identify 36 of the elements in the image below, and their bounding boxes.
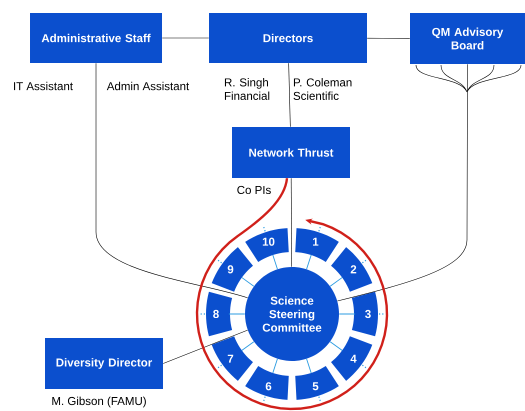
spoke-line [272, 254, 278, 270]
ring-segment: 7 [212, 336, 253, 381]
ring-segment: 6 [245, 366, 289, 400]
role-label: M. Gibson (FAMU) [52, 396, 146, 408]
connector-line [290, 178, 292, 268]
ring-segment: 9 [212, 247, 253, 292]
org-box: QM Advisory Board [410, 13, 525, 64]
connector-line [366, 38, 410, 39]
role-label: Admin Assistant [106, 82, 190, 90]
spoke-line [241, 341, 254, 351]
ring-segment: 2 [331, 247, 372, 292]
ring-segment: 8 [206, 292, 232, 336]
org-box: Directors [209, 13, 367, 63]
org-box: Diversity Director [45, 338, 163, 389]
spoke-line [306, 358, 312, 374]
connector-line [96, 62, 248, 298]
ring-segment: 5 [295, 366, 339, 400]
ring-segment: 10 [245, 228, 289, 262]
ring-segment: 1 [295, 228, 339, 262]
spoke-line [330, 341, 343, 351]
ring-segment: 3 [352, 292, 378, 336]
org-box: Network Thrust [232, 127, 350, 178]
connector-line [337, 64, 468, 302]
role-label: IT Assistant [14, 82, 73, 90]
cycle-arrow [196, 178, 388, 410]
role-label: P. Coleman Scientific [294, 78, 352, 100]
spoke-line [330, 277, 343, 287]
ring-segment: 4 [331, 336, 372, 381]
spoke-line [306, 254, 312, 270]
role-label: R. Singh Financial [224, 78, 270, 100]
role-label: Co PIs [237, 186, 271, 194]
connector-line [162, 330, 248, 364]
spoke-line [241, 277, 254, 287]
org-box: Administrative Staff [30, 13, 162, 63]
spoke-line [272, 358, 278, 374]
connector-line [288, 62, 291, 128]
